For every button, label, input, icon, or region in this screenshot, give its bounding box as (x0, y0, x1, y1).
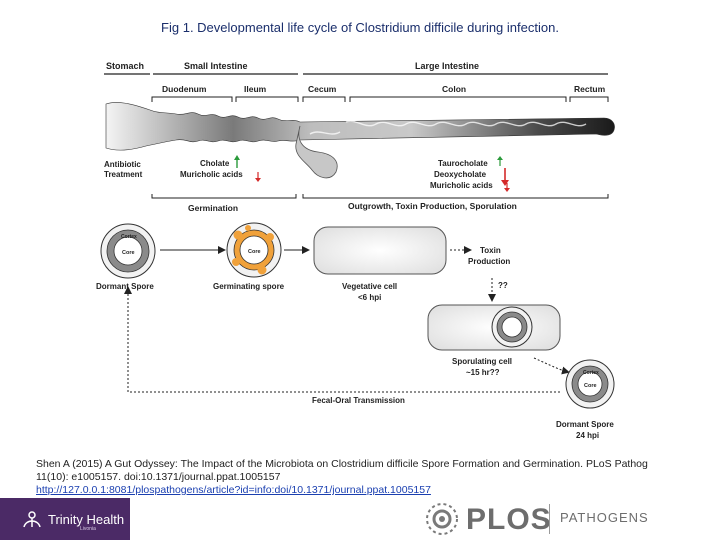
label-core-left: Core (122, 250, 135, 256)
footer-brand-name: Trinity Health (48, 512, 125, 527)
final-dormant-spore (565, 359, 615, 409)
label-deoxycholate: Deoxycholate (434, 170, 487, 179)
label-muricholic-large: Muricholic acids (430, 181, 493, 190)
bracket-colon (349, 96, 567, 102)
bracket-cecum (302, 96, 346, 102)
figure-caption: Shen A (2015) A Gut Odyssey: The Impact … (36, 458, 696, 497)
fecal-oral-label-bg (306, 394, 414, 404)
forespore (491, 306, 533, 348)
label-germination: Germination (188, 203, 238, 213)
label-cecum: Cecum (308, 84, 337, 94)
bracket-germination (151, 194, 297, 199)
germinating-spore (226, 222, 282, 278)
arrow-up-cholate-head-icon (234, 155, 240, 160)
label-antibiotic-line2: Treatment (104, 170, 143, 179)
citation-line1: Shen A (2015) A Gut Odyssey: The Impact … (36, 458, 648, 470)
bracket-rectum (569, 96, 609, 102)
plos-logo-icon (426, 503, 458, 535)
arrow-to-dormant-final (533, 357, 570, 375)
footer-plos-wordmark: PLOS (466, 503, 552, 536)
label-vegetative-line2: <6 hpi (358, 293, 381, 302)
label-colon: Colon (442, 84, 466, 94)
bracket-ileum (235, 96, 299, 102)
label-antibiotic-line1: Antibiotic (104, 160, 141, 169)
label-final-spore-line1: Dormant Spore (556, 420, 614, 429)
label-duodenum: Duodenum (162, 84, 207, 94)
gut-tract (105, 102, 615, 179)
bracket-duodenum (151, 96, 233, 102)
label-outgrowth: Outgrowth, Toxin Production, Sporulation (348, 201, 517, 211)
label-rectum: Rectum (574, 84, 606, 94)
footer-brand-band (0, 498, 130, 540)
label-final-spore-line2: 24 hpi (576, 431, 599, 440)
vegetative-cell (313, 226, 447, 275)
bracket-outgrowth (302, 194, 609, 199)
label-ileum: Ileum (244, 84, 267, 94)
label-core-final: Core (584, 383, 597, 389)
label-cholate: Cholate (200, 159, 230, 168)
life-cycle-diagram: Stomach Small Intestine Large Intestine … (96, 61, 615, 440)
label-sporulating-line2: ~15 hr?? (466, 368, 500, 377)
arrow-up-taurocholate-head-icon (497, 156, 503, 160)
footer-brand-sub: Livonia (80, 526, 96, 532)
footer-divider (549, 504, 550, 534)
label-muricholic-small: Muricholic acids (180, 170, 243, 179)
arrow-down-deoxycholate-head-icon (501, 180, 509, 186)
label-dormant-spore: Dormant Spore (96, 282, 154, 291)
arrow-fecal-oral (124, 286, 560, 393)
arrow-down-muricholic-small-head-icon (255, 178, 261, 182)
label-stomach: Stomach (106, 61, 144, 71)
dormant-spore (100, 223, 156, 279)
label-unknown: ?? (498, 281, 508, 290)
label-cortex-left: Cortex (121, 234, 137, 240)
label-vegetative-line1: Vegetative cell (342, 282, 397, 291)
label-small-intestine: Small Intestine (184, 61, 248, 71)
article-link[interactable]: http://127.0.0.1:8081/plospathogens/arti… (36, 484, 431, 496)
trinity-logo-icon (23, 511, 41, 528)
arrow-down-muricholic-large-head-icon (504, 188, 510, 192)
figure-title: Fig 1. Developmental life cycle of Clost… (161, 20, 559, 35)
label-core-germinating: Core (248, 249, 261, 255)
footer-pathogens-wordmark: PATHOGENS (560, 510, 649, 525)
label-taurocholate: Taurocholate (438, 159, 488, 168)
label-toxin-line1: Toxin (480, 246, 501, 255)
footer: Trinity Health Livonia PLOS PATHOGENS (0, 498, 720, 540)
label-sporulating-line1: Sporulating cell (452, 357, 512, 366)
label-toxin-line2: Production (468, 257, 510, 266)
label-germinating-spore: Germinating spore (213, 282, 285, 291)
citation-line2: 11(10): e1005157. doi:10.1371/journal.pp… (36, 471, 281, 483)
label-large-intestine: Large Intestine (415, 61, 479, 71)
label-fecal-oral: Fecal-Oral Transmission (312, 396, 405, 405)
label-cortex-final: Cortex (583, 370, 599, 376)
